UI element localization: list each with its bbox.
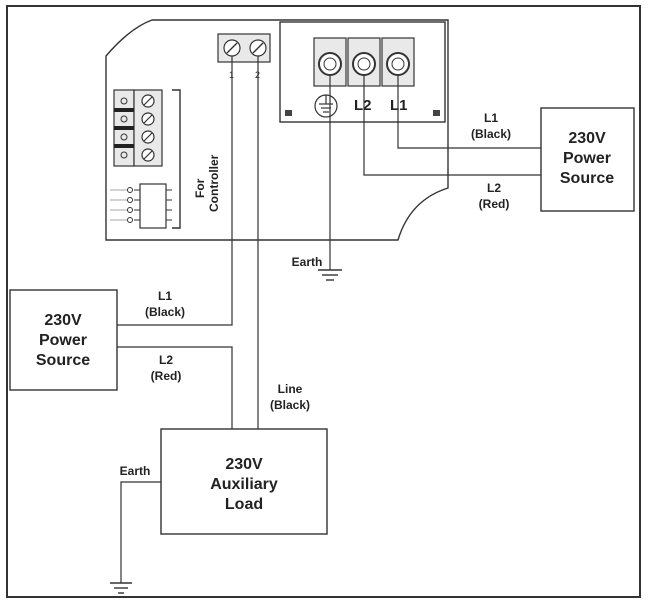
power-source-right-line2: Power bbox=[563, 150, 611, 167]
relay-terminal-block bbox=[217, 33, 271, 63]
earth-ground-bottom-icon bbox=[110, 582, 132, 594]
power-source-left-line2: Power bbox=[39, 332, 87, 349]
aux-load-line3: Load bbox=[225, 496, 263, 513]
chip-icon bbox=[110, 183, 172, 229]
wire-label-left-l1-color: (Black) bbox=[145, 305, 185, 319]
wire-label-left-l1: L1 bbox=[158, 289, 172, 303]
aux-load-box bbox=[160, 428, 328, 535]
wire-label-right-l1: L1 bbox=[484, 111, 498, 125]
terminal-l1-label: L1 bbox=[390, 97, 408, 114]
wire-earth-bottom bbox=[120, 481, 161, 583]
controller-terminal-strip bbox=[113, 89, 163, 167]
wire-left-l2 bbox=[117, 346, 233, 429]
power-source-left-box bbox=[9, 289, 118, 391]
power-source-right-line3: Source bbox=[560, 170, 614, 187]
wire-label-left-l2-color: (Red) bbox=[151, 369, 182, 383]
power-source-right-line1: 230V bbox=[568, 130, 606, 147]
power-source-right-box bbox=[540, 107, 635, 212]
wire-label-line: Line bbox=[278, 382, 303, 396]
terminal-l2-label: L2 bbox=[354, 97, 372, 114]
wire-label-right-l2-color: (Red) bbox=[479, 197, 510, 211]
wire-label-right-l2: L2 bbox=[487, 181, 501, 195]
controller-bracket bbox=[172, 89, 181, 229]
power-source-left-line3: Source bbox=[36, 352, 90, 369]
wire-left-l1 bbox=[117, 56, 233, 326]
svg-text:For: For bbox=[193, 178, 207, 198]
svg-text:Controller: Controller bbox=[207, 154, 221, 212]
wire-label-left-l2: L2 bbox=[159, 353, 173, 367]
wire-label-right-l1-color: (Black) bbox=[471, 127, 511, 141]
power-source-left-line1: 230V bbox=[44, 312, 82, 329]
wire-label-earth-top: Earth bbox=[292, 255, 323, 269]
aux-load-line1: 230V bbox=[225, 456, 263, 473]
mount-hole-left-icon bbox=[285, 110, 292, 116]
mount-hole-right-icon bbox=[433, 110, 440, 116]
wire-right-l1 bbox=[397, 76, 541, 149]
earth-ground-top-icon bbox=[318, 269, 342, 281]
wire-right-l2 bbox=[363, 76, 541, 176]
controller-label: For Controller bbox=[193, 154, 221, 212]
wire-label-line-color: (Black) bbox=[270, 398, 310, 412]
aux-load-line2: Auxiliary bbox=[210, 476, 278, 493]
ground-symbol-icon bbox=[314, 94, 338, 118]
wire-label-earth-bottom: Earth bbox=[120, 464, 151, 478]
diagram-frame bbox=[6, 5, 641, 598]
